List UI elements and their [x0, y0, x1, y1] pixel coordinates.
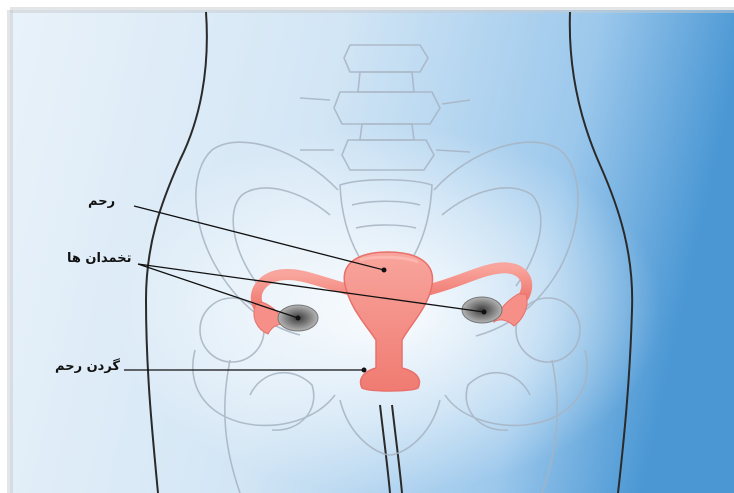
cervix-label: گردن رحم: [55, 359, 120, 374]
left-ovary-pointer-dot: [296, 316, 301, 321]
uterus-pointer-dot: [382, 268, 387, 273]
cervix-pointer-dot: [362, 368, 367, 373]
right-ovary-pointer-dot: [482, 310, 487, 315]
uterus-label: رحم: [88, 194, 115, 209]
ovaries-label: تخمدان ها: [67, 251, 131, 266]
